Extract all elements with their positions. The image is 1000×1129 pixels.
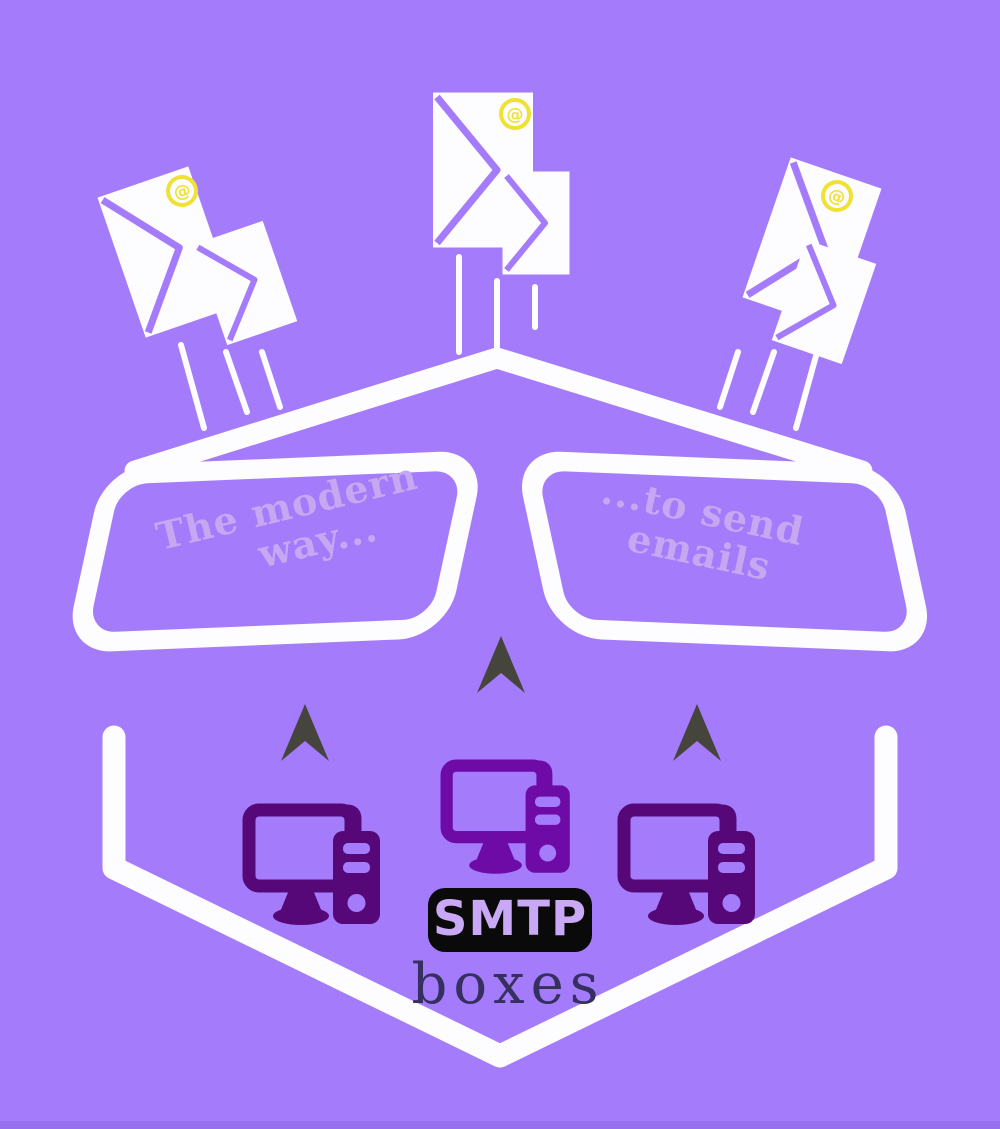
envelope-icon — [192, 220, 298, 346]
tower-slot — [535, 814, 561, 825]
tower-slot — [343, 862, 370, 873]
arrow-up-icon — [477, 636, 525, 693]
envelope-group-center: @ — [433, 92, 570, 355]
at-symbol: @ — [825, 185, 848, 209]
envelope-fold — [775, 243, 837, 341]
at-badge-icon: @ — [166, 175, 198, 207]
envelope-fold — [504, 174, 548, 272]
envelope-group-left: @ — [97, 166, 298, 431]
monitor-stand — [280, 890, 322, 912]
tower-cable — [327, 804, 362, 834]
stand-base — [648, 907, 704, 925]
envelope-icon — [502, 171, 570, 275]
at-symbol: @ — [507, 105, 524, 125]
flap-text-right: ...to send emails — [598, 467, 808, 589]
speed-line — [223, 349, 250, 415]
monitor-stand — [475, 840, 516, 862]
box-roof-edge — [124, 347, 873, 482]
at-symbol: @ — [171, 180, 194, 204]
power-button — [347, 894, 366, 912]
envelope-fold — [196, 244, 258, 342]
envelope-fold — [434, 94, 501, 246]
tower-slot — [718, 862, 745, 873]
tower-slot — [535, 796, 561, 807]
speed-line — [717, 349, 741, 410]
envelope-icon — [771, 239, 877, 365]
computer-icon-right — [617, 803, 755, 925]
stand-base — [273, 907, 329, 925]
at-badge-ring — [821, 180, 853, 212]
arrow-up-icon — [673, 704, 721, 761]
tower-case — [708, 831, 755, 924]
envelope-fold — [100, 197, 183, 334]
at-badge-icon: @ — [821, 180, 853, 212]
envelope-icon — [97, 166, 237, 338]
tower-case — [333, 831, 380, 924]
at-badge-icon: @ — [499, 98, 531, 130]
arrow-up-icon — [281, 704, 329, 761]
smtp-label: SMTP — [433, 891, 587, 947]
speed-line — [750, 349, 777, 415]
smtp-badge — [428, 888, 592, 952]
power-button — [722, 894, 741, 912]
tower-slot — [343, 843, 370, 854]
tower-case — [525, 785, 570, 873]
speed-line — [793, 342, 822, 431]
envelope-group-right: @ — [717, 157, 882, 431]
box-body — [102, 725, 898, 1068]
speed-line — [259, 349, 283, 410]
envelope-small — [192, 220, 298, 346]
power-button — [539, 844, 557, 862]
tower-cable — [702, 804, 737, 834]
box-flap-left — [72, 451, 478, 652]
at-badge-ring — [166, 175, 198, 207]
tower-slot — [718, 843, 745, 854]
computer-icon-left — [242, 803, 380, 925]
tower-cable — [519, 760, 553, 789]
envelope-small — [771, 239, 877, 365]
envelope-large — [97, 166, 237, 338]
speed-line — [178, 342, 207, 431]
computer-icon-center — [440, 759, 570, 874]
bottom-edge-shadow — [0, 1121, 1000, 1129]
monitor-stand — [655, 890, 697, 912]
at-badge-ring — [499, 98, 531, 130]
boxes-label: boxes — [411, 952, 604, 1017]
stand-base — [469, 856, 522, 874]
box-flap-right — [521, 451, 928, 652]
